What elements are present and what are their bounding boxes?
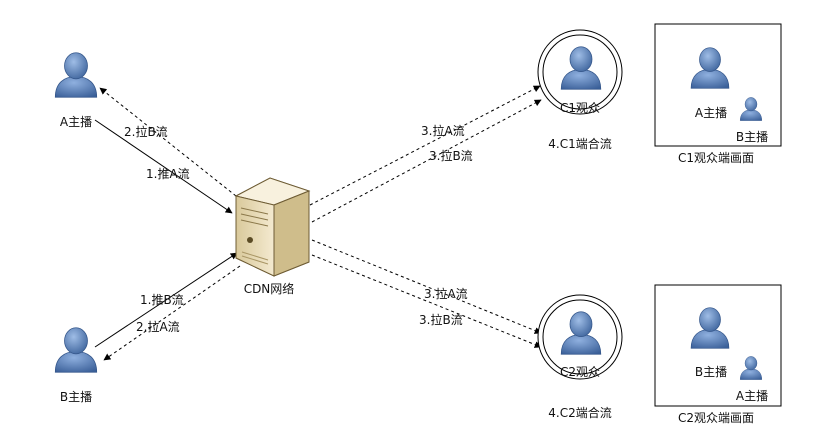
label-b-push: 1.推B流 <box>140 293 184 307</box>
c2-screen-main-label: B主播 <box>695 365 727 379</box>
edge-c2-pull-a <box>311 239 542 334</box>
edge-c2-pull-b <box>311 254 542 348</box>
c2-screen-caption: C2观众端画面 <box>678 411 754 425</box>
person-icon <box>54 327 98 373</box>
label-a-pull: 2.拉B流 <box>124 124 168 139</box>
edge-a-push-a <box>94 119 233 214</box>
host-b-label: B主播 <box>60 390 92 404</box>
cdn-node: CDN网络 <box>234 177 311 296</box>
c2-screen-sub-label: A主播 <box>736 389 768 403</box>
label-c1-pull-a: 3.拉A流 <box>421 123 465 138</box>
edge-c1-pull-a <box>309 85 541 206</box>
viewer-c2-node: C2观众 4.C2端合流 <box>537 294 623 420</box>
viewer-c1-label: C1观众 <box>560 101 600 115</box>
viewer-c2-label: C2观众 <box>560 365 600 379</box>
label-c1-pull-b: 3.拉B流 <box>429 148 473 163</box>
label-b-pull: 2.拉A流 <box>136 319 180 334</box>
viewer-c1-node: C1观众 4.C1端合流 <box>537 29 623 151</box>
c1-screen-main-label: A主播 <box>695 106 727 120</box>
host-a-label: A主播 <box>60 115 92 129</box>
c1-screen-caption: C1观众端画面 <box>678 151 754 165</box>
merge-c2-label: 4.C2端合流 <box>548 405 611 420</box>
merge-c1-label: 4.C1端合流 <box>548 136 611 151</box>
edges <box>94 85 542 361</box>
label-c2-pull-a: 3.拉A流 <box>424 286 468 301</box>
person-icon <box>54 52 98 98</box>
server-icon <box>234 177 311 277</box>
edge-b-push-b <box>94 252 238 348</box>
edge-c1-pull-b <box>311 99 542 223</box>
edge-b-pull-a <box>103 265 241 361</box>
c1-screen: A主播 B主播 C1观众端画面 <box>654 23 782 165</box>
edge-labels: 2.拉B流 1.推A流 1.推B流 2.拉A流 3.拉A流 3.拉B流 3.拉A… <box>124 123 473 334</box>
cdn-label: CDN网络 <box>244 281 295 296</box>
label-c2-pull-b: 3.拉B流 <box>419 312 463 327</box>
edge-a-pull-b <box>99 87 237 197</box>
c1-screen-sub-label: B主播 <box>736 130 768 144</box>
c2-screen: B主播 A主播 C2观众端画面 <box>654 284 782 425</box>
label-a-push: 1.推A流 <box>146 167 190 181</box>
host-b-node: B主播 <box>54 327 98 404</box>
host-a-node: A主播 <box>54 52 98 129</box>
